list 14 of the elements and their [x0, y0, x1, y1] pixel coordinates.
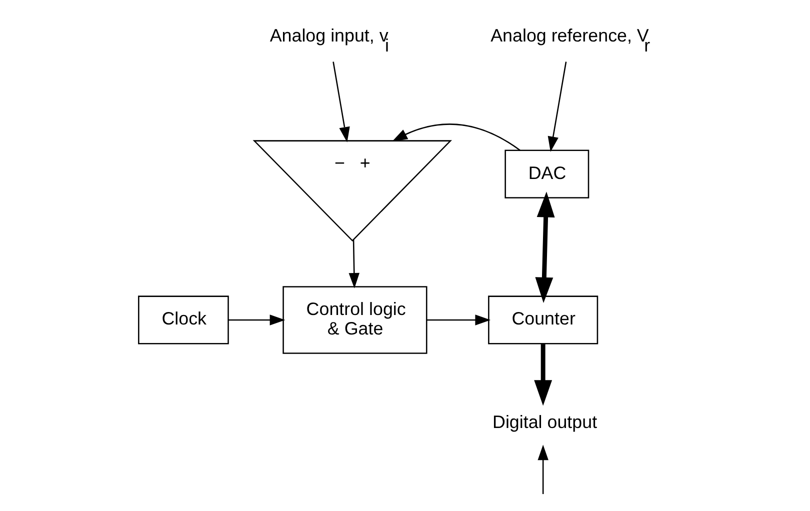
node-box: Clock	[138, 295, 228, 344]
arrow	[534, 191, 554, 302]
arrow	[547, 61, 566, 152]
arrow	[228, 314, 285, 325]
node-box: DAC	[504, 149, 589, 198]
arrow	[392, 123, 520, 150]
arrow	[348, 238, 360, 288]
arrow	[332, 61, 350, 142]
node-box: Counter	[488, 295, 598, 344]
node-text: Digital output	[492, 411, 597, 432]
node-box: Control logic & Gate	[282, 286, 427, 354]
arrow	[534, 344, 552, 406]
arrow	[537, 444, 548, 494]
arrow	[426, 314, 490, 325]
